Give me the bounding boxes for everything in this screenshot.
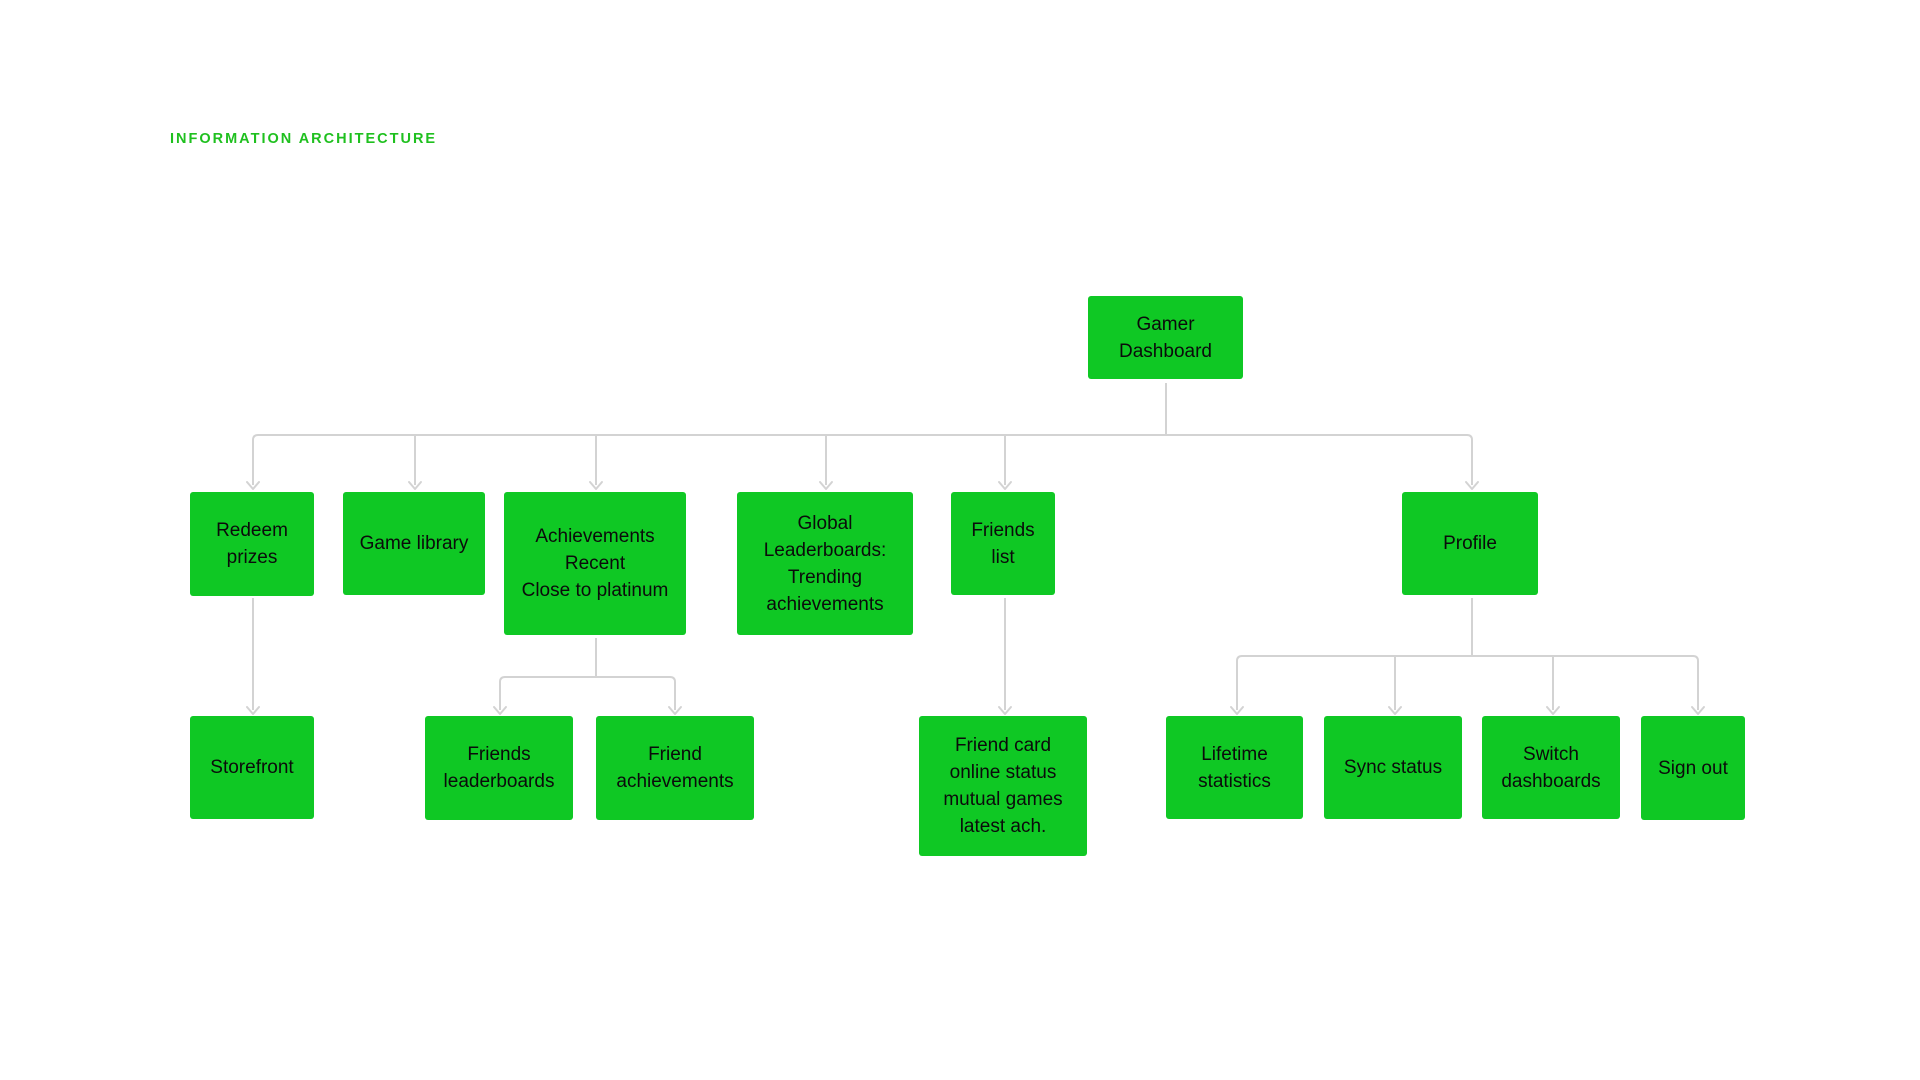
node-sign-out: Sign out (1641, 716, 1745, 820)
node-friend-achievements: Friend achievements (596, 716, 754, 820)
node-friend-card: Friend card online status mutual games late… (919, 716, 1087, 856)
node-label-line: dashboards (1501, 770, 1601, 792)
node-friends-list: Friends list (951, 492, 1055, 595)
node-label-line: Trending (787, 566, 863, 588)
node-label-line: Recent (564, 553, 626, 574)
node-label-line: leaderboards (443, 771, 555, 792)
node-label-line: Friend card (954, 735, 1052, 756)
node-label-line: statistics (1198, 770, 1271, 792)
node-label-line: mutual games (943, 789, 1063, 810)
node-label-line: achievements (766, 593, 884, 615)
node-game-library: Game library (343, 492, 485, 595)
node-label-line: prizes (226, 547, 278, 568)
node-label-line: latest ach. (959, 816, 1047, 837)
node-sync-status: Sync status (1324, 716, 1462, 819)
node-lifetime-statistics: Lifetime statistics (1166, 716, 1303, 819)
node-label-line: list (991, 546, 1015, 568)
node-storefront: Storefront (190, 716, 314, 819)
node-label-line: Global (797, 512, 853, 534)
node-profile: Profile (1402, 492, 1538, 595)
node-label-line: Friends (971, 519, 1035, 541)
node-label-line: Game library (359, 533, 469, 554)
node-label-line: Redeem (216, 520, 288, 541)
node-label-line: Close to platinum (521, 580, 669, 601)
connector-profile-bus (1236, 655, 1699, 710)
node-redeem-prizes: Redeem prizes (190, 492, 314, 596)
node-label-line: Sign out (1658, 757, 1728, 779)
node-label-line: Storefront (210, 757, 294, 778)
node-label-line: Profile (1443, 533, 1497, 554)
connector-level1-bus (252, 434, 1473, 485)
node-label-line: Switch (1523, 743, 1579, 765)
node-label-line: Achievements (535, 526, 655, 547)
node-label-line: Leaderboards: (763, 539, 887, 561)
node-label-line: Sync status (1343, 757, 1443, 778)
node-label-line: Dashboard (1119, 340, 1212, 362)
node-switch-dashboards: Switch dashboards (1482, 716, 1620, 819)
node-label-line: Gamer (1136, 313, 1195, 335)
node-label-line: Lifetime (1201, 743, 1268, 765)
node-label-line: Friends (467, 744, 531, 765)
connector-achievements-bus (499, 676, 676, 710)
section-heading: INFORMATION ARCHITECTURE (170, 131, 438, 147)
node-label-line: achievements (616, 771, 734, 792)
node-label-line: Friend (648, 744, 702, 765)
node-label-line: online status (949, 762, 1057, 783)
node-friends-leaderboards: Friends leaderboards (425, 716, 573, 820)
